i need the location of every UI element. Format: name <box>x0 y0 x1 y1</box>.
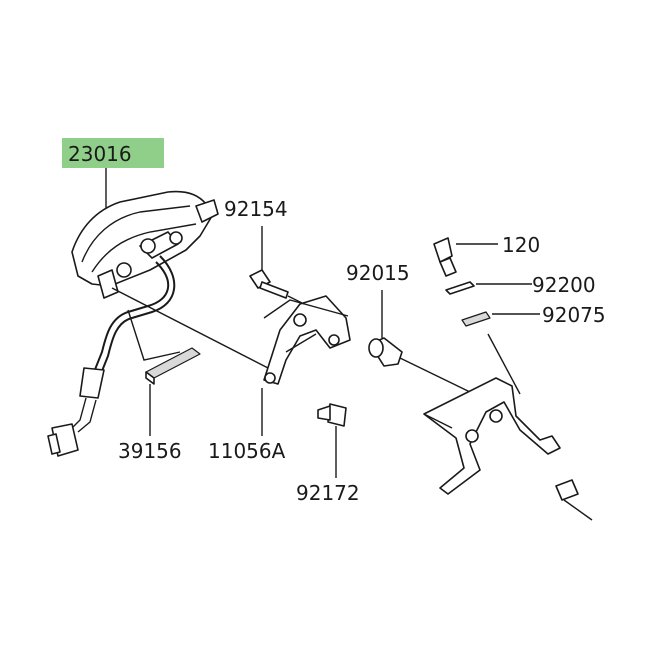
part-39156-label[interactable]: 39156 <box>118 439 182 463</box>
screw-92172[interactable] <box>317 403 347 427</box>
lower-bracket-part[interactable] <box>423 377 579 501</box>
alignment-line-main <box>111 287 269 369</box>
alignment-line-lower-2 <box>563 499 593 521</box>
grommet-92075[interactable] <box>461 311 491 327</box>
part-92172-label[interactable]: 92172 <box>296 481 360 505</box>
part-92154-label[interactable]: 92154 <box>224 197 288 221</box>
guide-bracket-box <box>263 299 349 319</box>
washer-92200[interactable] <box>445 281 475 295</box>
part-11056A-label[interactable]: 11056A <box>208 439 286 463</box>
part-92075-label[interactable]: 92075 <box>542 303 606 327</box>
collar-92015[interactable] <box>368 337 403 367</box>
part-92200-label[interactable]: 92200 <box>532 273 596 297</box>
bracket-part[interactable] <box>263 295 351 385</box>
part-120-label[interactable]: 120 <box>502 233 540 257</box>
cushion-part[interactable] <box>145 347 201 385</box>
guide-dashed-cushion <box>127 309 181 361</box>
guide-92154 <box>287 295 305 305</box>
part-23016-label[interactable]: 23016 <box>68 142 132 166</box>
bolt-92154[interactable] <box>249 269 289 299</box>
alignment-line-lower <box>487 333 521 395</box>
alignment-line-main-2 <box>399 357 471 393</box>
tail-light-assembly[interactable] <box>47 190 219 457</box>
part-92015-label[interactable]: 92015 <box>346 261 410 285</box>
part-23016-highlight <box>62 138 164 168</box>
bulb-120[interactable] <box>433 237 457 277</box>
